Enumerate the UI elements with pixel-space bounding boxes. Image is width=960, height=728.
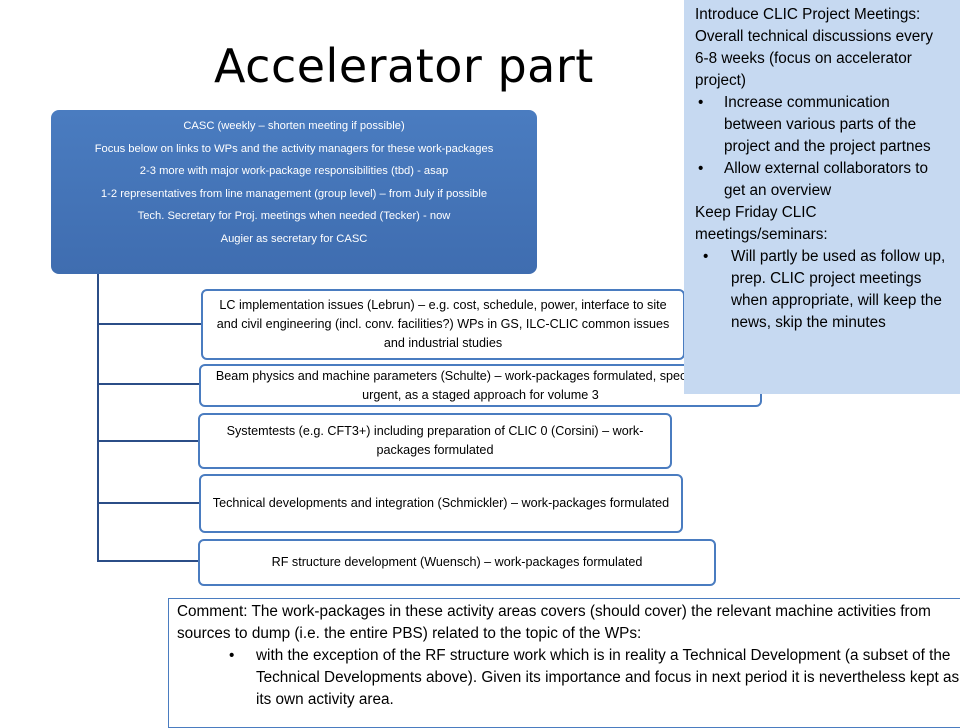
sidebar-bullets: • Increase communication between various … xyxy=(695,92,950,202)
activity-text: Systemtests (e.g. CFT3+) including prepa… xyxy=(226,424,644,457)
sidebar-bullet-text: Allow external collaborators to get an o… xyxy=(724,160,929,199)
comment-bullets: • with the exception of the RF structure … xyxy=(177,645,960,711)
sidebar-keep-bullets: • Will partly be used as follow up, prep.… xyxy=(695,246,950,334)
bullet-icon: • xyxy=(698,160,704,177)
tree-connector-3 xyxy=(97,440,200,442)
comment-text: Comment: The work-packages in these acti… xyxy=(177,603,931,642)
tree-connector-2 xyxy=(97,383,199,385)
activity-box: Technical developments and integration (… xyxy=(199,474,683,533)
activity-text: LC implementation issues (Lebrun) – e.g.… xyxy=(216,298,670,350)
activity-text: RF structure development (Wuensch) – wor… xyxy=(271,555,643,569)
sidebar-bullet: • Will partly be used as follow up, prep.… xyxy=(695,246,950,334)
activity-box: Beam physics and machine parameters (Sch… xyxy=(199,364,762,407)
meetings-sidebar: Introduce CLIC Project Meetings: Overall… xyxy=(684,0,960,394)
sidebar-bullet-text: Increase communication between various p… xyxy=(724,94,931,155)
casc-line: Augier as secretary for CASC xyxy=(220,232,368,245)
activity-text: Technical developments and integration (… xyxy=(212,496,670,510)
tree-connector-4 xyxy=(97,502,200,504)
casc-line: 1-2 representatives from line management… xyxy=(100,187,488,200)
comment-bullet-text: with the exception of the RF structure w… xyxy=(256,647,960,708)
sidebar-bullet: • Allow external collaborators to get an … xyxy=(695,158,950,202)
sidebar-bullet-text: Will partly be used as follow up, prep. … xyxy=(731,248,946,331)
sidebar-keep: Keep Friday CLIC meetings/seminars: xyxy=(695,204,828,243)
bullet-icon: • xyxy=(703,248,709,265)
activity-box: LC implementation issues (Lebrun) – e.g.… xyxy=(201,289,685,360)
casc-line: Tech. Secretary for Proj. meetings when … xyxy=(137,210,451,222)
slide-title: Accelerator part xyxy=(214,39,594,93)
casc-box: CASC (weekly – shorten meeting if possib… xyxy=(51,110,537,274)
casc-line: Focus below on links to WPs and the acti… xyxy=(94,142,494,155)
tree-connector-vertical xyxy=(97,274,99,561)
casc-line: CASC (weekly – shorten meeting if possib… xyxy=(183,120,405,132)
tree-connector-5 xyxy=(97,560,198,562)
sidebar-bullet: • Increase communication between various … xyxy=(695,92,950,158)
activity-text: Beam physics and machine parameters (Sch… xyxy=(215,368,746,402)
bullet-icon: • xyxy=(229,647,235,664)
bullet-icon: • xyxy=(698,94,704,111)
comment-box: Comment: The work-packages in these acti… xyxy=(168,598,960,728)
activity-box: Systemtests (e.g. CFT3+) including prepa… xyxy=(198,413,672,469)
comment-bullet: • with the exception of the RF structure … xyxy=(177,645,960,711)
casc-line: 2-3 more with major work-package respons… xyxy=(139,165,449,177)
tree-connector-1 xyxy=(97,323,203,325)
sidebar-intro: Introduce CLIC Project Meetings: Overall… xyxy=(695,6,934,89)
activity-box: RF structure development (Wuensch) – wor… xyxy=(198,539,716,586)
